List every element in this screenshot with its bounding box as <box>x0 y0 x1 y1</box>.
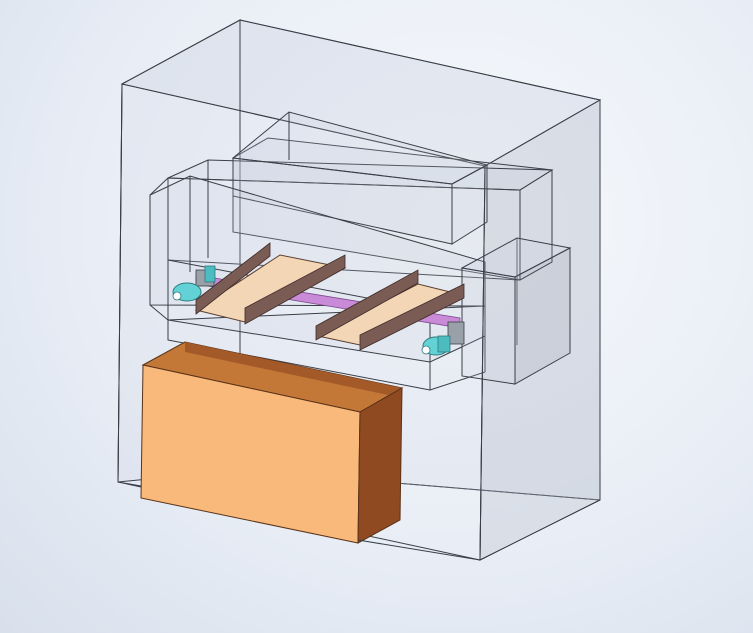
left-tray-rail-a <box>195 242 271 315</box>
right-side-box-front <box>461 267 516 385</box>
top-beam <box>231 111 489 245</box>
right-motor-hub <box>421 345 431 355</box>
left-tray-rail-b <box>244 254 346 325</box>
left-motor <box>172 265 216 302</box>
left-tray <box>194 242 347 325</box>
collection-bin-side <box>357 387 403 544</box>
top-beam-side <box>451 164 488 245</box>
right-side-box-side <box>514 247 571 385</box>
right-side-box <box>460 237 572 385</box>
right-motor <box>421 321 465 356</box>
right-tray-rail-a <box>315 269 419 341</box>
right-motor-mount <box>447 321 465 345</box>
left-motor-hub <box>172 291 182 301</box>
enclosure-front-edges <box>117 83 601 561</box>
right-tray <box>315 269 465 351</box>
right-tray-rail-b <box>359 283 465 351</box>
collection-bin <box>140 341 404 544</box>
